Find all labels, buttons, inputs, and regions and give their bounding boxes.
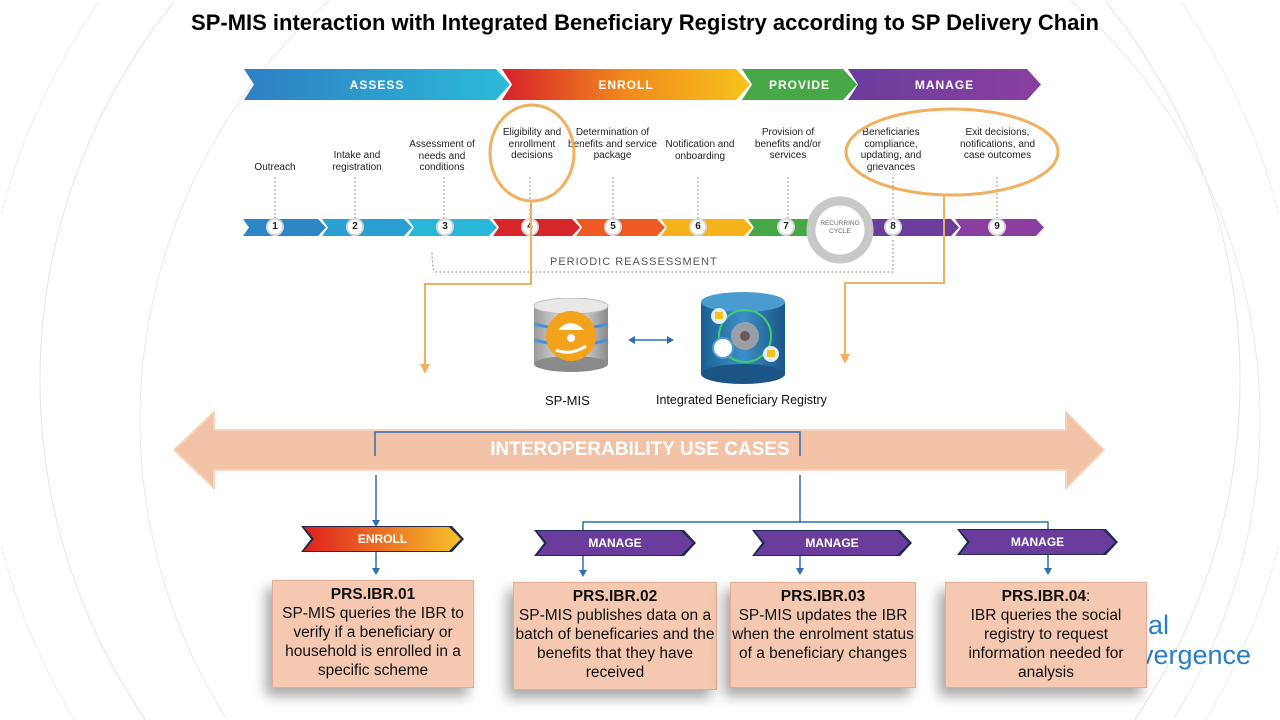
background-arc (1180, 1, 1280, 215)
step-arrow-segment (322, 219, 412, 236)
interoperability-banner-title: INTEROPERABILITY USE CASES (490, 439, 790, 460)
step-number-6: 6 (689, 218, 707, 236)
background-arc (0, 545, 75, 720)
phase-provide: PROVIDE (742, 69, 857, 100)
step-label-9: Exit decisions, notifications, and case … (959, 127, 1036, 161)
use-case-card-3: PRS.IBR.03 SP-MIS updates the IBR when t… (730, 582, 916, 688)
step-number-5: 5 (604, 218, 622, 236)
background-arc (1174, 420, 1261, 718)
use-case-text: IBR queries the social registry to reque… (968, 607, 1124, 681)
sp-mis-database-icon (533, 298, 609, 372)
use-case-text: SP-MIS publishes data on a batch of bene… (515, 607, 715, 681)
background-arc (139, 0, 330, 718)
use-case-id: PRS.IBR.03 (780, 588, 866, 605)
step-connectors (274, 177, 998, 273)
use-case-id: PRS.IBR.04: (946, 587, 1146, 606)
tag-manage-2: MANAGE (537, 531, 693, 555)
step-number-1: 1 (266, 218, 284, 236)
use-case-text: SP-MIS queries the IBR to verify if a be… (282, 605, 464, 679)
highlight-overlay (420, 103, 1060, 374)
use-case-card-2: PRS.IBR.02 SP-MIS publishes data on a ba… (513, 582, 717, 690)
tag-manage-4: MANAGE (960, 530, 1115, 554)
use-case-id: PRS.IBR.02 (572, 588, 658, 605)
step-label-1: Outreach (254, 162, 296, 173)
phase-manage: MANAGE (848, 69, 1041, 100)
phase-enroll: ENROLL (502, 69, 750, 100)
background-arc (1070, 0, 1261, 420)
tag-manage-3: MANAGE (755, 531, 909, 555)
sp-mis-label: SP-MIS (545, 393, 590, 408)
recurring-cycle-icon (806, 196, 874, 264)
use-case-id-suffix: : (1086, 588, 1091, 605)
background-arc (1205, 545, 1280, 720)
use-case-card-4: PRS.IBR.04: IBR queries the social regis… (945, 582, 1147, 688)
step-number-2: 2 (346, 218, 364, 236)
step-label-6: Notification and onboarding (665, 139, 735, 162)
ibr-label: Integrated Beneficiary Registry (656, 393, 827, 407)
step-label-5: Determination of benefits and service pa… (568, 127, 657, 161)
step-label-7: Provision of benefits and/or services (754, 127, 822, 161)
logo-line-1: al (1148, 610, 1170, 640)
use-case-text: SP-MIS updates the IBR when the enrolmen… (732, 607, 914, 662)
step-arrow-segment (243, 219, 326, 236)
use-case-id: PRS.IBR.01 (330, 586, 416, 603)
step-number-7: 7 (777, 218, 795, 236)
periodic-reassessment-label: PERIODIC REASSESSMENT (550, 256, 718, 268)
bidirectional-arrow-icon (628, 336, 674, 344)
use-case-id-text: PRS.IBR.04 (1001, 588, 1087, 605)
background-arc (39, 2, 175, 720)
step-number-3: 3 (436, 218, 454, 236)
interoperability-banner-arrow (174, 410, 1106, 490)
step-number-8: 8 (884, 218, 902, 236)
step-label-3: Assessment of needs and conditions (409, 139, 475, 173)
step-label-2: Intake and registration (332, 150, 382, 173)
use-case-card-1: PRS.IBR.01 SP-MIS queries the IBR to ver… (272, 580, 474, 688)
background-arc (1134, 380, 1241, 720)
logo-line-2: vergence (1140, 640, 1252, 670)
step-label-8: Beneficiaries compliance, updating, and … (860, 127, 922, 173)
phase-assess: ASSESS (244, 69, 510, 100)
step-number-9: 9 (988, 218, 1006, 236)
tag-enroll: ENROLL (304, 527, 461, 551)
background-arc (0, 1, 100, 215)
page-title: SP-MIS interaction with Integrated Benef… (191, 10, 1099, 35)
highlight-ellipse-step8-9 (844, 107, 1060, 197)
ibr-database-icon (701, 292, 785, 384)
step-label-4: Eligibility and enrollment decisions (502, 127, 562, 161)
logo-text: al vergence (1140, 610, 1251, 670)
recurring-cycle-label: RECURRING CYCLE (820, 220, 860, 235)
